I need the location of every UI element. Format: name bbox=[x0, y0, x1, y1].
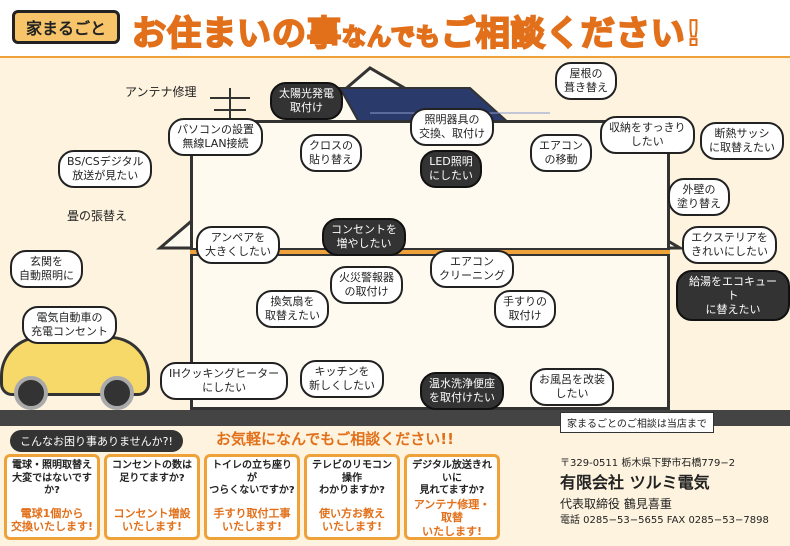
headline-part3: ご相談ください! bbox=[440, 13, 703, 55]
callout-bs: BS/CSデジタル 放送が見たい bbox=[58, 150, 153, 188]
floor-divider bbox=[190, 248, 670, 256]
callout-pc: パソコンの設置 無線LAN接続 bbox=[168, 118, 263, 156]
callout-antenna: アンテナ修理 bbox=[125, 85, 197, 99]
headline-part1: お住まいの事 bbox=[131, 13, 342, 55]
company-address: 〒329-0511 栃木県下野市石橋779−2 bbox=[560, 458, 736, 469]
trouble-card: トイレの立ち座りが つらくないですか? 手すり取付工事 いたします! bbox=[204, 454, 300, 540]
callout-aircon-clean: エアコン クリーニング bbox=[430, 250, 514, 288]
callout-ampere: アンペアを 大きくしたい bbox=[196, 226, 280, 264]
card-answer: 電球1個から 交換いたします! bbox=[10, 506, 94, 534]
callout-roof: 屋根の 葺き替え bbox=[555, 62, 617, 100]
card-question: トイレの立ち座りが つらくないですか? bbox=[209, 460, 295, 496]
headline: お住まいの事なんでもご相談ください! bbox=[131, 6, 703, 55]
shop-note: 家まるごとのご相談は当店まで bbox=[560, 412, 714, 433]
card-question: デジタル放送きれいに 見れてますか? bbox=[412, 460, 492, 496]
card-answer: アンテナ修理・取替 いたします! bbox=[413, 497, 491, 539]
card-answer: 手すり取付工事 いたします! bbox=[213, 506, 291, 534]
callout-led: LED照明 にしたい bbox=[420, 150, 482, 188]
logo-badge: 家まるごと bbox=[12, 10, 120, 44]
trouble-cards: 電球・照明取替え 大変ではないですか? 電球1個から 交換いたします! コンセン… bbox=[4, 454, 500, 540]
callout-lighting: 照明器具の 交換、取付け bbox=[410, 108, 494, 146]
callout-exterior-paint: 外壁の 塗り替え bbox=[668, 178, 730, 216]
callout-ih: IHクッキングヒーター にしたい bbox=[160, 362, 289, 400]
card-question: 電球・照明取替え 大変ではないですか? bbox=[12, 460, 92, 496]
callout-toilet: 温水洗浄便座 を取付けたい bbox=[420, 372, 504, 410]
callout-ev-outlet: 電気自動車の 充電コンセント bbox=[22, 306, 117, 344]
trouble-card: コンセントの数は 足りてますか? コンセント増設 いたします! bbox=[104, 454, 200, 540]
card-question: テレビのリモコン操作 わかりますか? bbox=[312, 460, 392, 496]
company-phone: 電話 0285−53−5655 FAX 0285−53−7898 bbox=[560, 515, 769, 526]
callout-cloth: クロスの 貼り替え bbox=[300, 134, 362, 172]
callout-outlet-more: コンセントを 増やしたい bbox=[322, 218, 406, 256]
callout-entrance-light: 玄関を 自動照明に bbox=[10, 250, 83, 288]
callout-exterior: エクステリアを きれいにしたい bbox=[682, 226, 777, 264]
card-answer: コンセント増設 いたします! bbox=[113, 506, 191, 534]
callout-fire-alarm: 火災警報器 の取付け bbox=[330, 266, 403, 304]
trouble-card: デジタル放送きれいに 見れてますか? アンテナ修理・取替 いたします! bbox=[404, 454, 500, 540]
callout-ecocute: 給湯をエコキュート に替えたい bbox=[676, 270, 790, 322]
callout-storage: 収納をすっきり したい bbox=[600, 116, 695, 154]
callout-sash: 断熱サッシ に取替えたい bbox=[700, 122, 784, 160]
card-answer: 使い方お教え いたします! bbox=[319, 506, 385, 534]
company-representative: 代表取締役 鶴見喜重 bbox=[560, 497, 672, 511]
callout-solar: 太陽光発電 取付け bbox=[270, 82, 343, 120]
headline-part2: なんでも bbox=[341, 22, 441, 52]
callout-aircon-move: エアコン の移動 bbox=[530, 134, 592, 172]
callout-fan: 換気扇を 取替えたい bbox=[256, 290, 329, 328]
callout-bath: お風呂を改装 したい bbox=[530, 368, 614, 406]
company-name: 有限会社 ツルミ電気 bbox=[560, 473, 710, 492]
card-question: コンセントの数は 足りてますか? bbox=[112, 460, 192, 484]
car-wheel-rear bbox=[100, 376, 134, 410]
trouble-card: テレビのリモコン操作 わかりますか? 使い方お教え いたします! bbox=[304, 454, 400, 540]
header: 家まるごと お住まいの事なんでもご相談ください! bbox=[0, 0, 790, 58]
callout-kitchen: キッチンを 新しくしたい bbox=[300, 360, 384, 398]
callout-handrail: 手すりの 取付け bbox=[494, 290, 556, 328]
trouble-card: 電球・照明取替え 大変ではないですか? 電球1個から 交換いたします! bbox=[4, 454, 100, 540]
car-wheel-front bbox=[14, 376, 48, 410]
trouble-label: こんなお困り事ありませんか?! bbox=[10, 430, 183, 452]
callout-tatami: 畳の張替え bbox=[67, 209, 128, 223]
consult-banner: お気軽になんでもご相談ください!! bbox=[216, 430, 454, 448]
company-info: 〒329-0511 栃木県下野市石橋779−2 有限会社 ツルミ電気 代表取締役… bbox=[560, 456, 784, 528]
